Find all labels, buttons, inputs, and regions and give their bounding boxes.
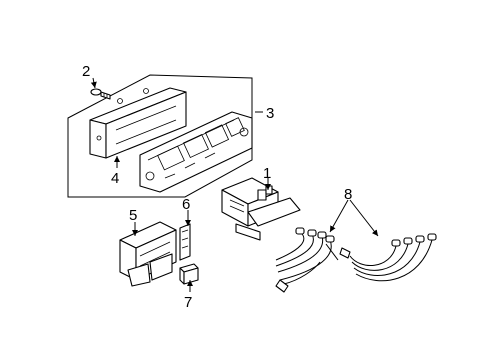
spark-plug-wires-right[interactable] — [339, 233, 437, 282]
connector-block[interactable] — [179, 263, 199, 285]
ignition-coil[interactable] — [221, 177, 301, 241]
callout-7: 7 — [184, 294, 192, 311]
module-housing[interactable] — [139, 111, 253, 193]
group-3-bracket — [67, 74, 253, 198]
callout-6: 6 — [182, 196, 190, 213]
bolt[interactable] — [90, 88, 111, 100]
callout-1: 1 — [263, 165, 271, 182]
leader-lines — [90, 77, 379, 292]
ignition-control-module[interactable] — [89, 87, 187, 159]
callout-8: 8 — [344, 186, 352, 203]
callout-2: 2 — [82, 63, 90, 80]
spark-plug-wires-left[interactable] — [275, 227, 339, 293]
callout-4: 4 — [111, 170, 119, 187]
control-module[interactable] — [119, 221, 177, 287]
callout-3: 3 — [266, 105, 274, 122]
prom-chip[interactable] — [179, 223, 191, 261]
callout-5: 5 — [129, 207, 137, 224]
